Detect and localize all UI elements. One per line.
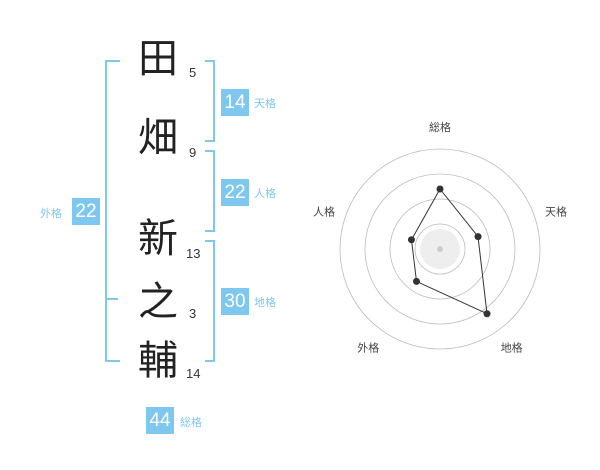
radar-point-1 (436, 185, 444, 193)
radar-series-polygon (410, 188, 488, 315)
chikaku-score-badge: 30 (221, 288, 249, 315)
jinkaku-label: 人格 (254, 187, 276, 200)
stroke-count-2: 9 (189, 145, 197, 160)
gaikaku-label: 外格 (40, 207, 62, 220)
stroke-count-5: 14 (186, 366, 201, 381)
radar-ring-2 (389, 198, 491, 300)
name-char-1: 田 (138, 36, 178, 82)
name-char-5: 輔 (138, 338, 178, 384)
soukaku-label: 総格 (180, 416, 202, 429)
gaikaku-bracket (105, 60, 120, 362)
stroke-count-3: 13 (186, 246, 201, 261)
surname-divider-line (106, 298, 118, 300)
gaikaku-score-badge: 22 (72, 198, 100, 225)
name-char-2: 畑 (138, 115, 178, 161)
name-char-3: 新 (138, 216, 178, 262)
stroke-count-4: 3 (189, 306, 197, 321)
radar-point-3 (483, 310, 491, 318)
radar-ring-4 (339, 148, 541, 350)
name-char-4: 之 (138, 279, 178, 325)
chikaku-bracket (205, 240, 215, 362)
chikaku-label: 地格 (254, 296, 276, 309)
radar-ring-3 (364, 173, 516, 325)
soukaku-score-badge: 44 (146, 407, 174, 434)
radar-point-4 (412, 277, 420, 285)
radar-axis-label-5: 人格 (313, 204, 335, 218)
tenkaku-label: 天格 (254, 97, 276, 110)
stroke-count-1: 5 (189, 65, 197, 80)
radar-point-2 (474, 233, 482, 241)
radar-ring-1 (414, 223, 466, 275)
radar-axis-label-1: 総格 (429, 120, 451, 134)
jinkaku-bracket (205, 150, 215, 232)
tenkaku-bracket (205, 60, 215, 142)
radar-center-dot (437, 246, 443, 252)
radar-axis-label-3: 地格 (501, 341, 523, 355)
radar-axis-label-4: 外格 (357, 341, 379, 355)
jinkaku-score-badge: 22 (221, 179, 249, 206)
radar-axis-label-2: 天格 (545, 204, 567, 218)
tenkaku-score-badge: 14 (221, 89, 249, 116)
radar-point-5 (407, 236, 415, 244)
